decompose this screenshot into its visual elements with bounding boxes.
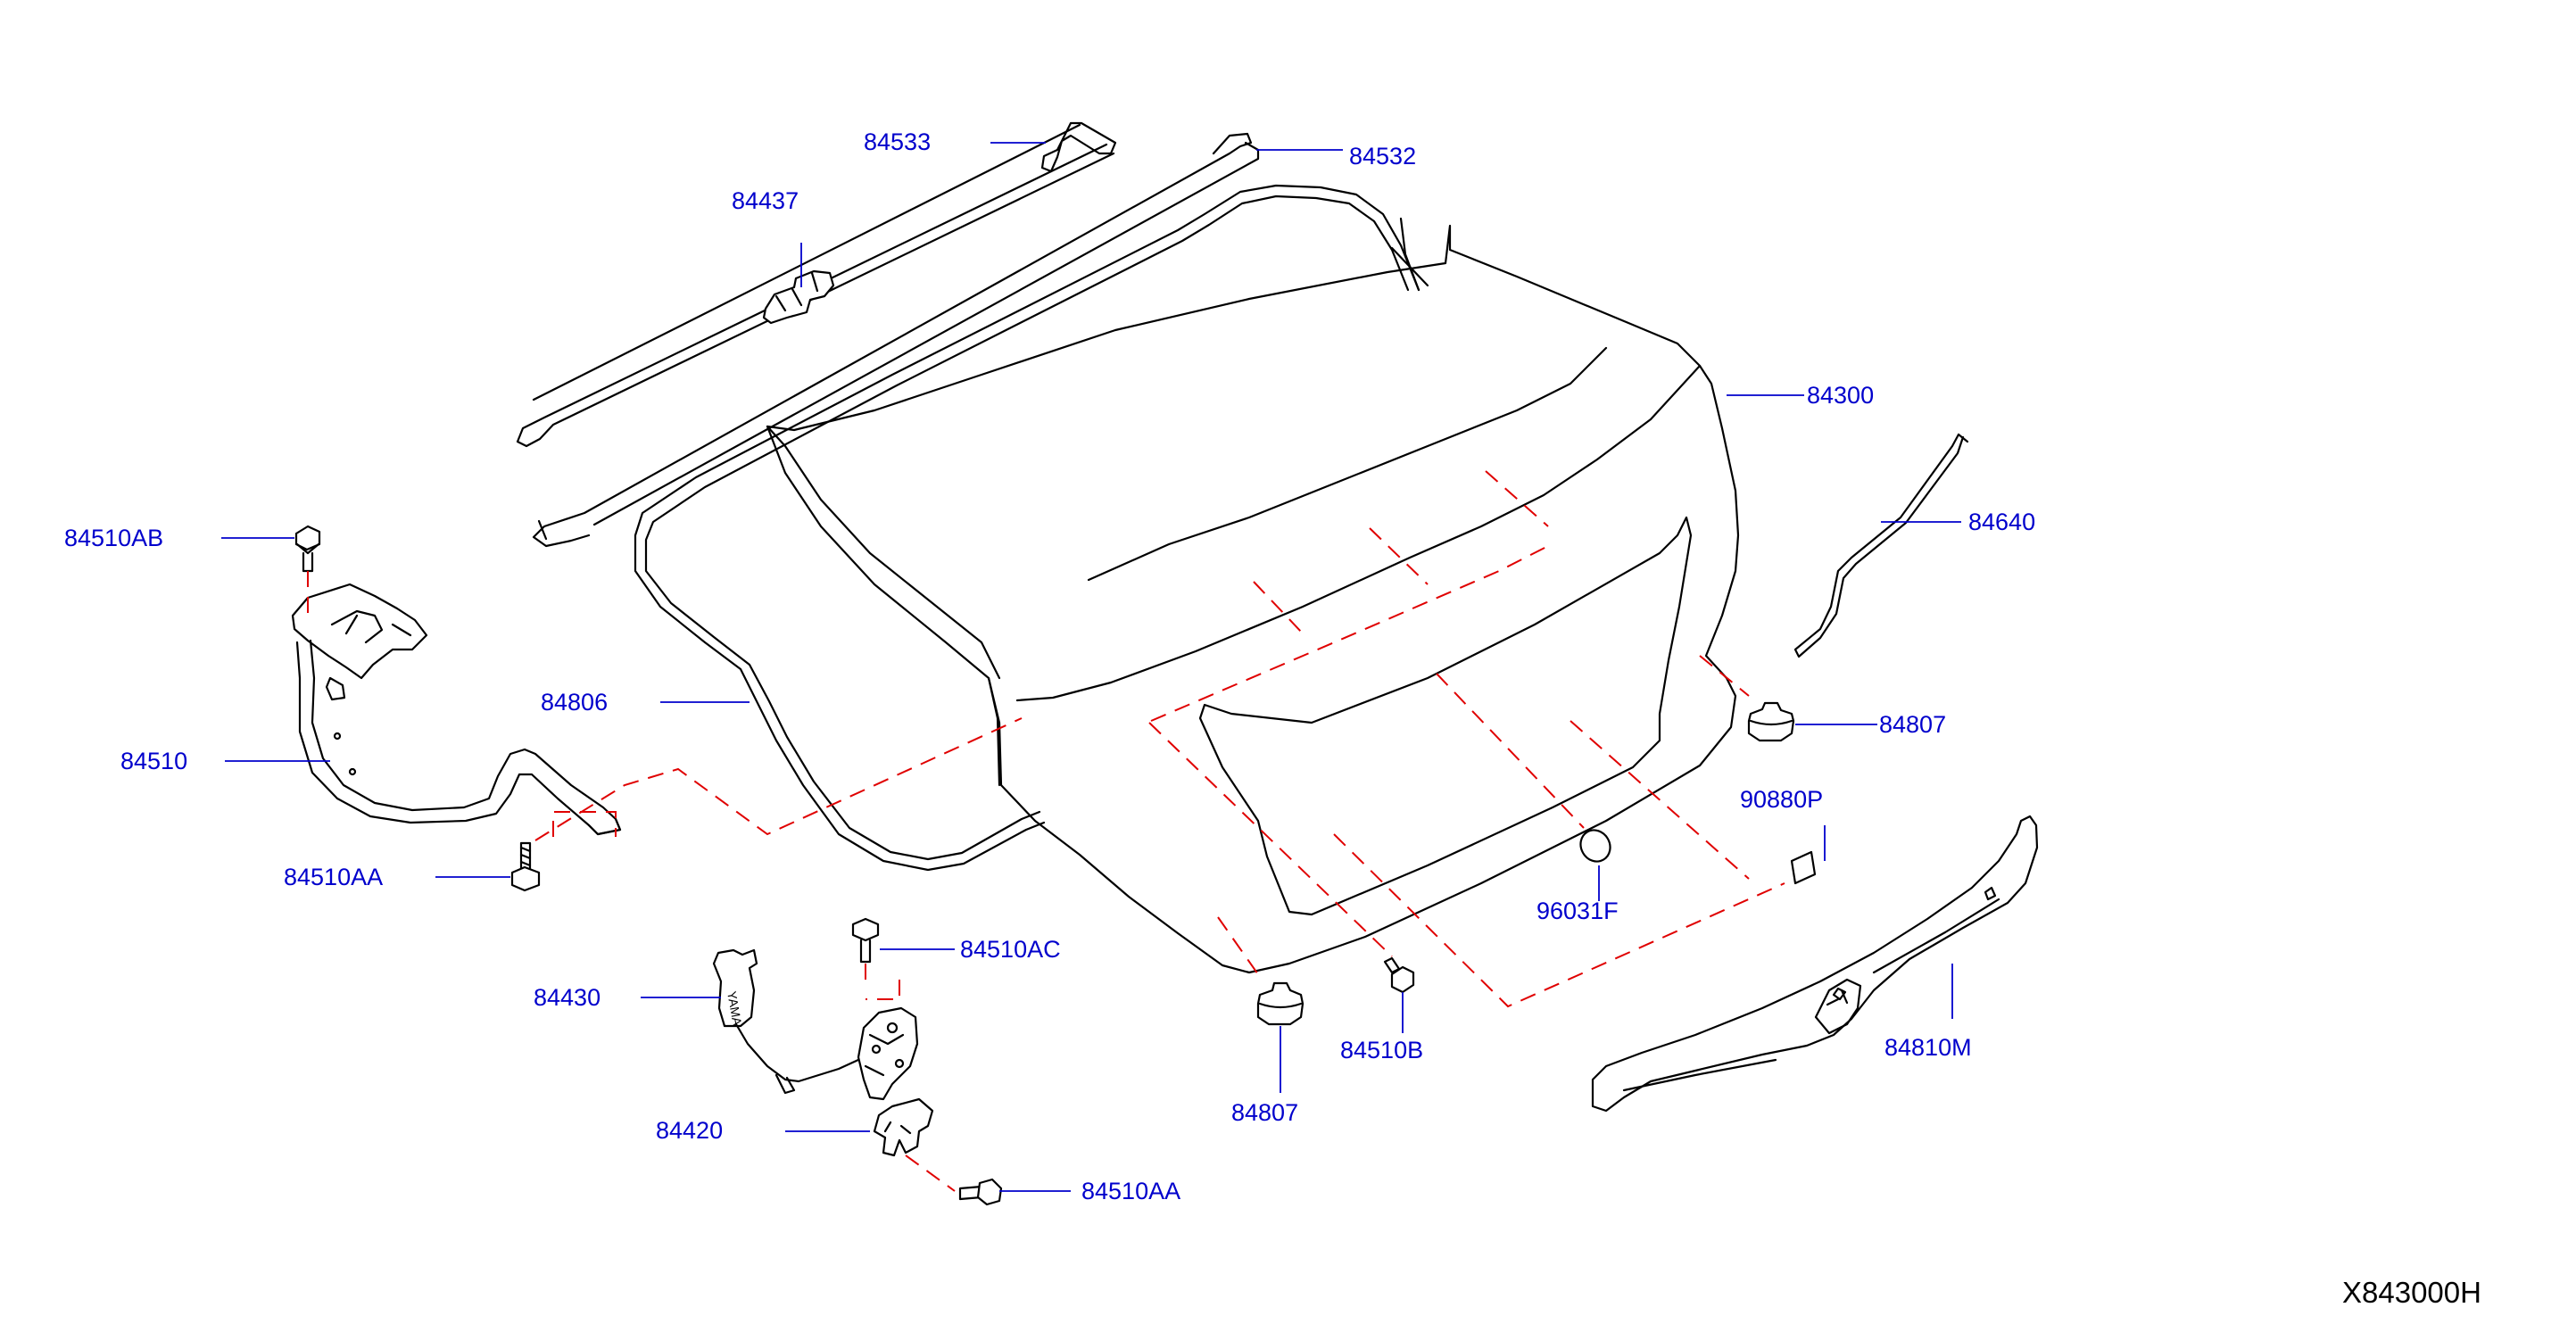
label-84420[interactable]: 84420 bbox=[656, 1117, 723, 1144]
plug-96031F[interactable] bbox=[1575, 824, 1616, 866]
label-84510AC[interactable]: 84510AC bbox=[960, 936, 1061, 963]
diagram-reference-code: X843000H bbox=[2342, 1276, 2481, 1309]
lock-cylinder-84430[interactable]: YAMA bbox=[712, 948, 885, 1095]
label-84807-right[interactable]: 84807 bbox=[1879, 711, 1946, 738]
bolt-84510AC[interactable] bbox=[851, 917, 880, 964]
label-84510AA-bottom[interactable]: 84510AA bbox=[1081, 1178, 1180, 1204]
label-84437[interactable]: 84437 bbox=[732, 187, 799, 214]
label-84510AA-left[interactable]: 84510AA bbox=[284, 864, 383, 890]
label-84806[interactable]: 84806 bbox=[541, 689, 608, 716]
bolt-84510AA-left[interactable] bbox=[510, 841, 541, 892]
torsion-bar-84532[interactable] bbox=[532, 132, 1260, 548]
part-labels: 84533 84532 84437 84300 84640 84510AB 84… bbox=[64, 128, 2035, 1204]
leader-lines bbox=[221, 142, 1961, 1192]
bumper-84807-right[interactable] bbox=[1747, 701, 1795, 742]
label-96031F[interactable]: 96031F bbox=[1536, 898, 1619, 924]
torsion-bar-84533[interactable] bbox=[516, 121, 1117, 448]
label-84532[interactable]: 84532 bbox=[1349, 143, 1416, 170]
hinge-84510[interactable] bbox=[291, 583, 622, 836]
bumper-84437[interactable] bbox=[762, 269, 835, 325]
label-84640[interactable]: 84640 bbox=[1968, 509, 2035, 535]
hidden-lines bbox=[307, 470, 1785, 1192]
latch-84420[interactable] bbox=[857, 1006, 934, 1157]
pad-90880P[interactable] bbox=[1790, 850, 1817, 885]
trunk-lid-84300[interactable] bbox=[766, 217, 1740, 974]
bolt-84510B[interactable] bbox=[1383, 956, 1415, 994]
svg-text:YAMA: YAMA bbox=[725, 990, 745, 1027]
label-84533[interactable]: 84533 bbox=[864, 128, 931, 155]
bumper-84807-bottom[interactable] bbox=[1256, 981, 1305, 1026]
label-90880P[interactable]: 90880P bbox=[1740, 786, 1823, 813]
bolt-84510AB[interactable] bbox=[294, 525, 321, 573]
label-84510B[interactable]: 84510B bbox=[1340, 1037, 1423, 1063]
label-84510AB[interactable]: 84510AB bbox=[64, 525, 163, 551]
label-84430[interactable]: 84430 bbox=[534, 984, 601, 1011]
finisher-84810M[interactable] bbox=[1591, 815, 2039, 1113]
label-84807-bottom[interactable]: 84807 bbox=[1231, 1099, 1298, 1126]
bolt-84510AA-bottom[interactable] bbox=[958, 1178, 1003, 1206]
label-84300[interactable]: 84300 bbox=[1807, 382, 1874, 409]
label-84510[interactable]: 84510 bbox=[120, 748, 187, 774]
label-84810M[interactable]: 84810M bbox=[1884, 1034, 1972, 1061]
support-rod-84640[interactable] bbox=[1793, 433, 1969, 658]
